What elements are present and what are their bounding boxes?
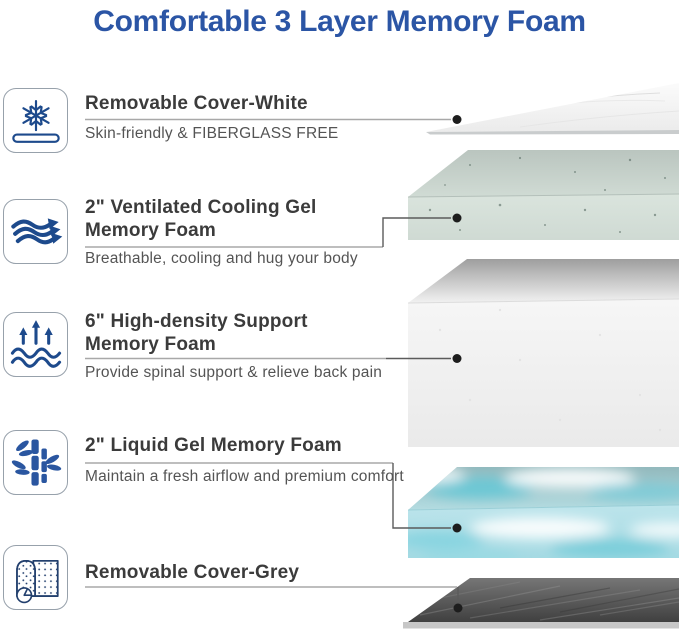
section-subtext: Breathable, cooling and hug your body [85,250,358,267]
page-title: Comfortable 3 Layer Memory Foam [93,5,586,38]
section-heading: 6" High-density Support [85,311,308,332]
fabric-roll-icon-box [3,545,68,610]
snowflake-icon-box [3,88,68,153]
section-subtext: Skin-friendly & FIBERGLASS FREE [85,125,339,142]
airflow-icon-box [3,199,68,264]
section-heading: 2" Ventilated Cooling Gel [85,197,317,218]
waves-arrows-icon-box [3,312,68,377]
bamboo-icon-box [3,430,68,495]
bamboo-icon [11,438,61,486]
section-cover-white: Removable Cover-White Skin-friendly & FI… [0,88,679,158]
section-cover-grey: Removable Cover-Grey [0,545,679,615]
section-liquid-gel: 2" Liquid Gel Memory Foam Maintain a fre… [0,430,679,500]
fabric-roll-icon [15,559,59,603]
waves-arrows-icon [10,319,61,368]
section-support-foam: 6" High-density Support Memory Foam Prov… [0,310,679,390]
section-subtext: Provide spinal support & relieve back pa… [85,364,383,381]
section-heading: 2" Liquid Gel Memory Foam [85,435,342,456]
section-heading-line2: Memory Foam [85,334,217,355]
section-cooling-gel: 2" Ventilated Cooling Gel Memory Foam Br… [0,196,679,276]
section-heading: Removable Cover-White [85,93,308,114]
section-heading-line2: Memory Foam [85,220,217,241]
leader-dot-liquid-gel [452,523,462,533]
section-heading: Removable Cover-Grey [85,562,300,583]
section-subtext: Maintain a fresh airflow and premium com… [85,468,404,485]
airflow-icon [10,217,62,244]
snowflake-icon [11,99,60,143]
